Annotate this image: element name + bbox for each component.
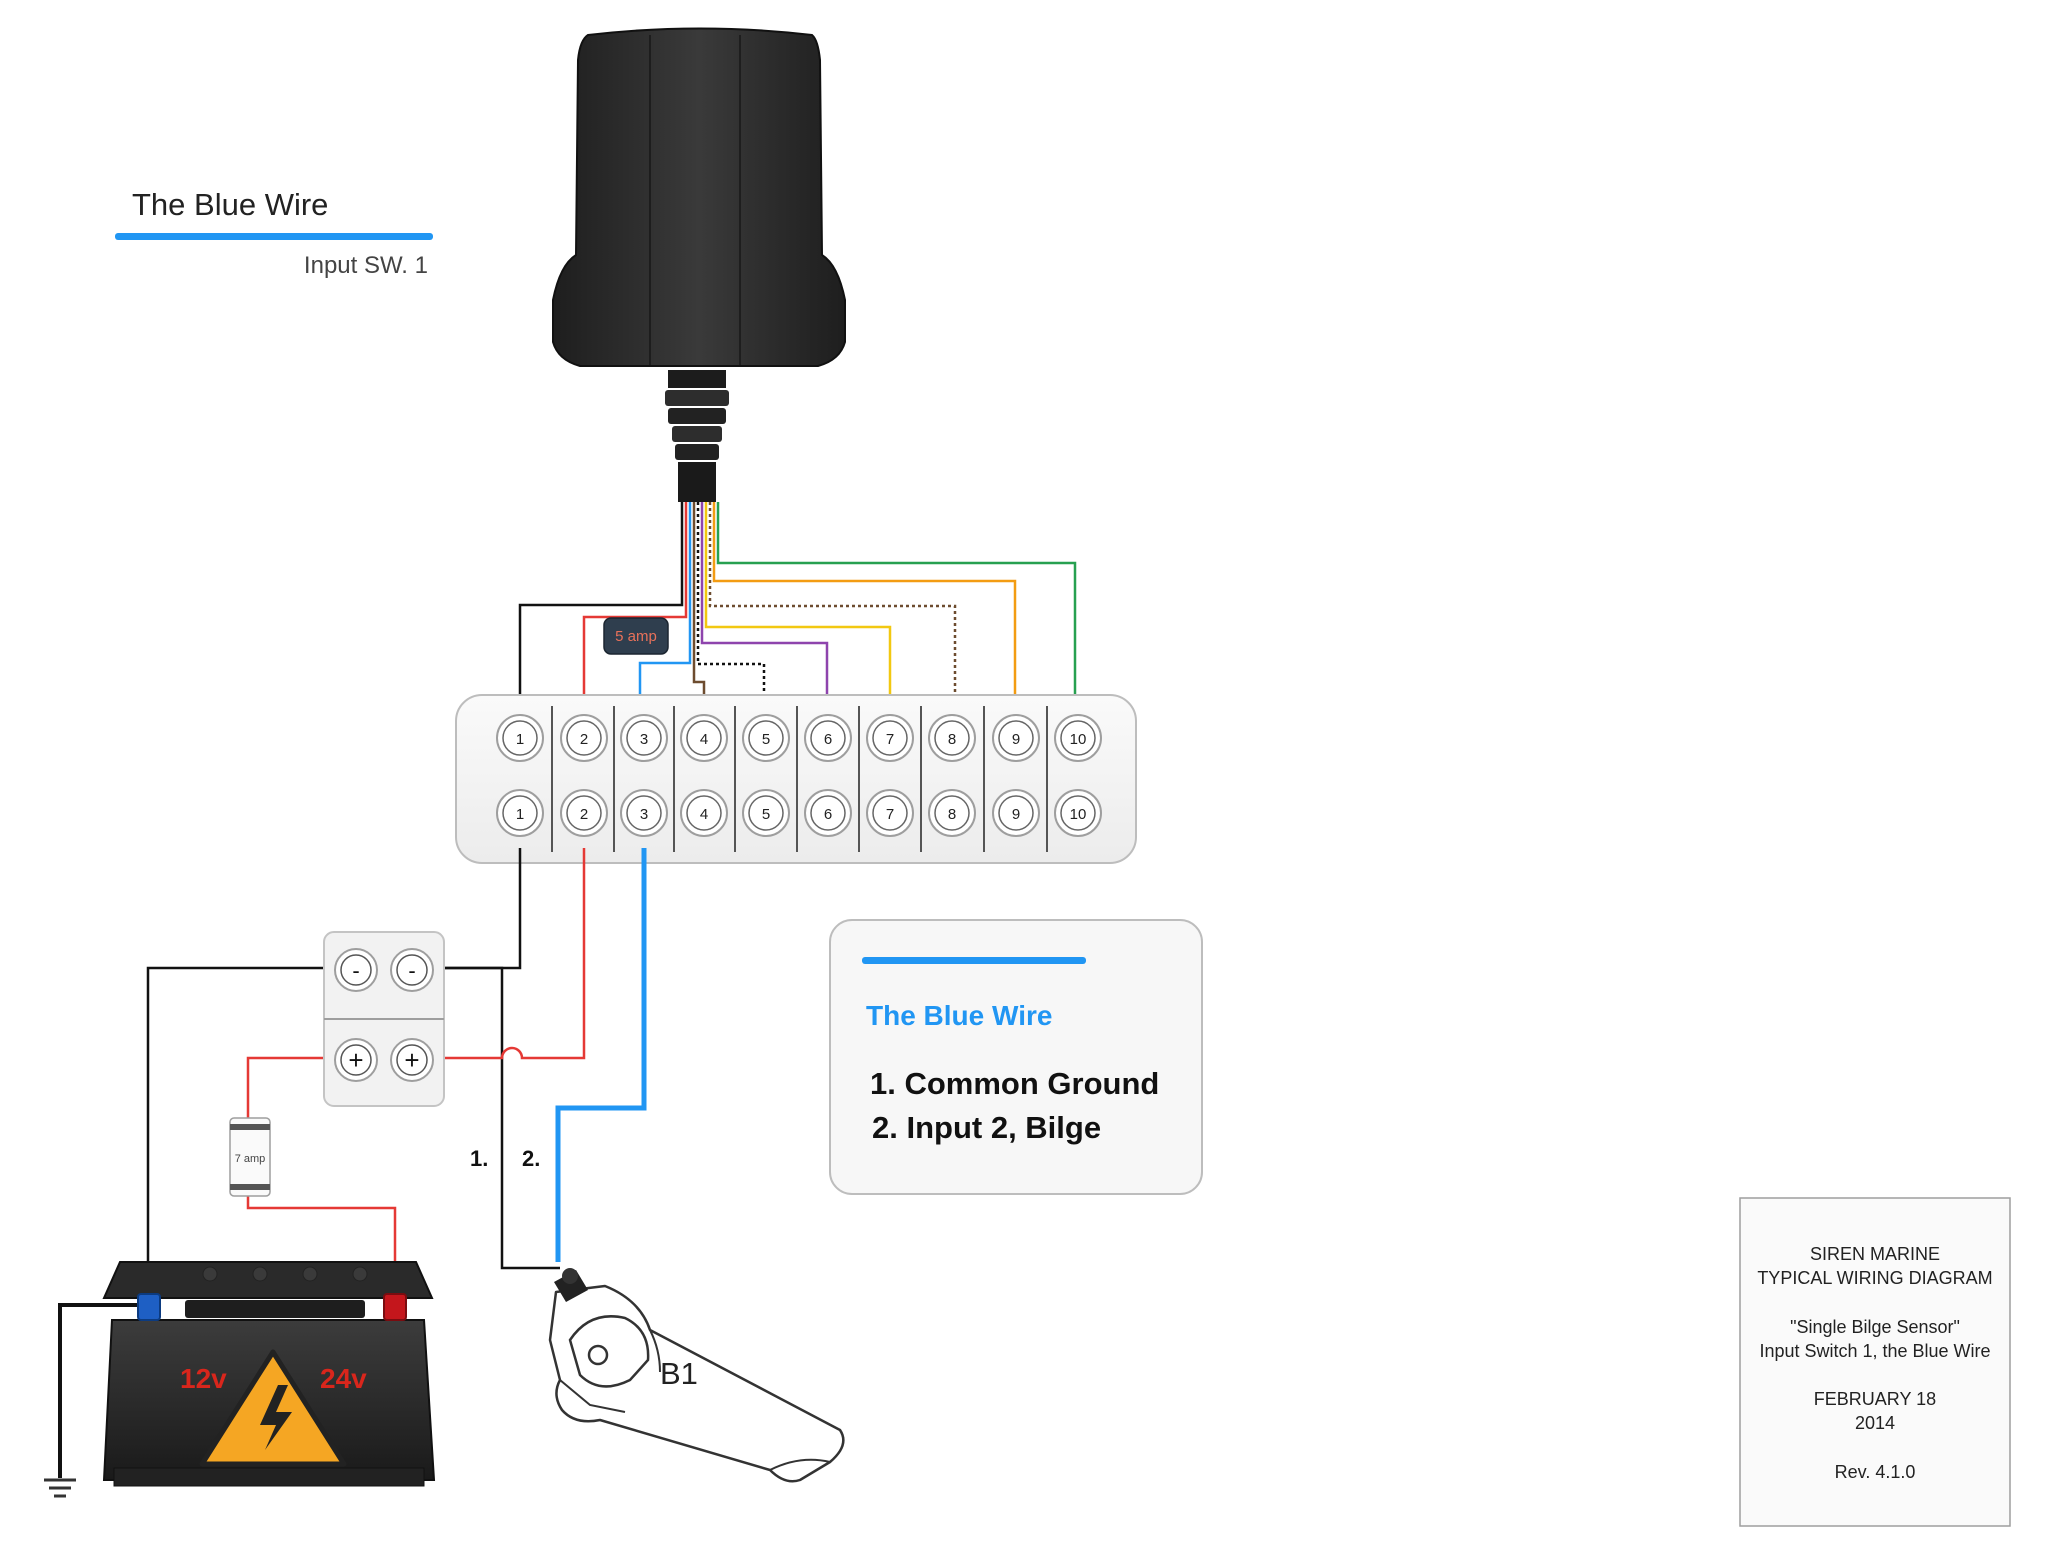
terminal-label: 9: [1012, 731, 1020, 748]
battery-fuse-label: 7 amp: [235, 1153, 266, 1165]
battery-fuse: 7 amp: [229, 1117, 271, 1197]
high-voltage-warning-icon: [199, 1349, 347, 1467]
svg-text:+: +: [348, 1045, 363, 1075]
sensor-label: B1: [660, 1356, 698, 1391]
title-block-line-2: TYPICAL WIRING DIAGRAM: [1757, 1268, 1992, 1288]
terminal-post-top-6: 6: [804, 714, 852, 762]
header: The Blue Wire Input SW. 1: [115, 187, 433, 279]
bus-negative-terminal-1: -: [334, 948, 378, 992]
terminal-label: 1: [516, 731, 524, 748]
header-blue-bar: [115, 233, 433, 240]
terminal-post-top-4: 4: [680, 714, 728, 762]
terminal-post-top-9: 9: [992, 714, 1040, 762]
header-subtitle: Input SW. 1: [304, 252, 428, 279]
legend-item-1: 1. Common Ground: [870, 1066, 1159, 1101]
legend-box: The Blue Wire 1. Common Ground 2. Input …: [829, 919, 1203, 1195]
battery-positive-terminal: [383, 1293, 407, 1321]
title-block-line-1: SIREN MARINE: [1810, 1244, 1940, 1264]
terminal-block: 1 2 3 4 5 6 7 8 9 10 1 2 3 4 5 6 7 8 9 10: [455, 694, 1137, 864]
svg-text:-: -: [352, 958, 359, 983]
terminal-label: 3: [640, 806, 648, 823]
terminal-post-top-2: 2: [560, 714, 608, 762]
terminal-label: 5: [762, 731, 770, 748]
title-block-line-7: Rev. 4.1.0: [1835, 1462, 1916, 1482]
terminal-label: 5: [762, 806, 770, 823]
terminal-label: 10: [1070, 731, 1087, 748]
title-block-line-5: FEBRUARY 18: [1814, 1389, 1936, 1409]
red-wire: [438, 848, 586, 1060]
terminal-label: 2: [580, 731, 588, 748]
legend-title: The Blue Wire: [866, 1000, 1052, 1031]
terminal-label: 4: [700, 731, 708, 748]
battery-voltage-12v: 12v: [180, 1363, 227, 1394]
terminal-label: 3: [640, 731, 648, 748]
blue-wire-input: [555, 848, 647, 1262]
terminal-post-top-7: 7: [866, 714, 914, 762]
terminal-label: 8: [948, 806, 956, 823]
terminal-post-top-8: 8: [928, 714, 976, 762]
terminal-post-top-1: 1: [496, 714, 544, 762]
terminal-label: 7: [886, 731, 894, 748]
terminal-post-bottom-8: 8: [928, 789, 976, 837]
legend-item-2: 2. Input 2, Bilge: [872, 1110, 1101, 1145]
siren-device: [552, 27, 846, 502]
battery-negative-terminal: [137, 1293, 161, 1321]
ground-icon: [44, 1478, 76, 1498]
terminal-post-bottom-3: 3: [620, 789, 668, 837]
terminal-post-bottom-4: 4: [680, 789, 728, 837]
terminal-label: 6: [824, 806, 832, 823]
terminal-post-top-5: 5: [742, 714, 790, 762]
terminal-label: 4: [700, 806, 708, 823]
terminal-post-bottom-2: 2: [560, 789, 608, 837]
terminal-post-top-10: 10: [1054, 714, 1102, 762]
inline-fuse-label: 5 amp: [615, 628, 657, 645]
bilge-sensor: B1: [548, 1268, 845, 1483]
title-block-line-4: Input Switch 1, the Blue Wire: [1759, 1341, 1990, 1361]
bus-negative-terminal-2: -: [390, 948, 434, 992]
terminal-label: 6: [824, 731, 832, 748]
wire-label-1: 1.: [470, 1146, 488, 1171]
bus-positive-terminal-1: +: [334, 1038, 378, 1082]
battery: 12v 24v: [44, 1261, 436, 1498]
title-block: SIREN MARINE TYPICAL WIRING DIAGRAM "Sin…: [1739, 1197, 2011, 1527]
terminal-post-bottom-6: 6: [804, 789, 852, 837]
terminal-post-bottom-1: 1: [496, 789, 544, 837]
terminal-post-bottom-10: 10: [1054, 789, 1102, 837]
terminal-label: 1: [516, 806, 524, 823]
wire-label-2: 2.: [522, 1146, 540, 1171]
terminal-label: 2: [580, 806, 588, 823]
bus-positive-terminal-2: +: [390, 1038, 434, 1082]
terminal-post-bottom-7: 7: [866, 789, 914, 837]
harness-wires: [518, 502, 1077, 720]
inline-fuse: 5 amp: [603, 617, 669, 655]
black-wire-common-ground: [435, 848, 522, 970]
battery-voltage-24v: 24v: [320, 1363, 367, 1394]
terminal-post-bottom-5: 5: [742, 789, 790, 837]
title-block-line-3: "Single Bilge Sensor": [1790, 1317, 1960, 1337]
header-title: The Blue Wire: [132, 187, 328, 222]
title-block-line-6: 2014: [1855, 1413, 1895, 1433]
terminal-post-top-3: 3: [620, 714, 668, 762]
terminal-label: 10: [1070, 806, 1087, 823]
terminal-label: 7: [886, 806, 894, 823]
svg-text:+: +: [404, 1045, 419, 1075]
terminal-post-bottom-9: 9: [992, 789, 1040, 837]
svg-text:-: -: [408, 958, 415, 983]
terminal-label: 8: [948, 731, 956, 748]
lower-wires: [146, 848, 647, 1290]
bus-bar: - - + +: [323, 931, 445, 1107]
terminal-label: 9: [1012, 806, 1020, 823]
